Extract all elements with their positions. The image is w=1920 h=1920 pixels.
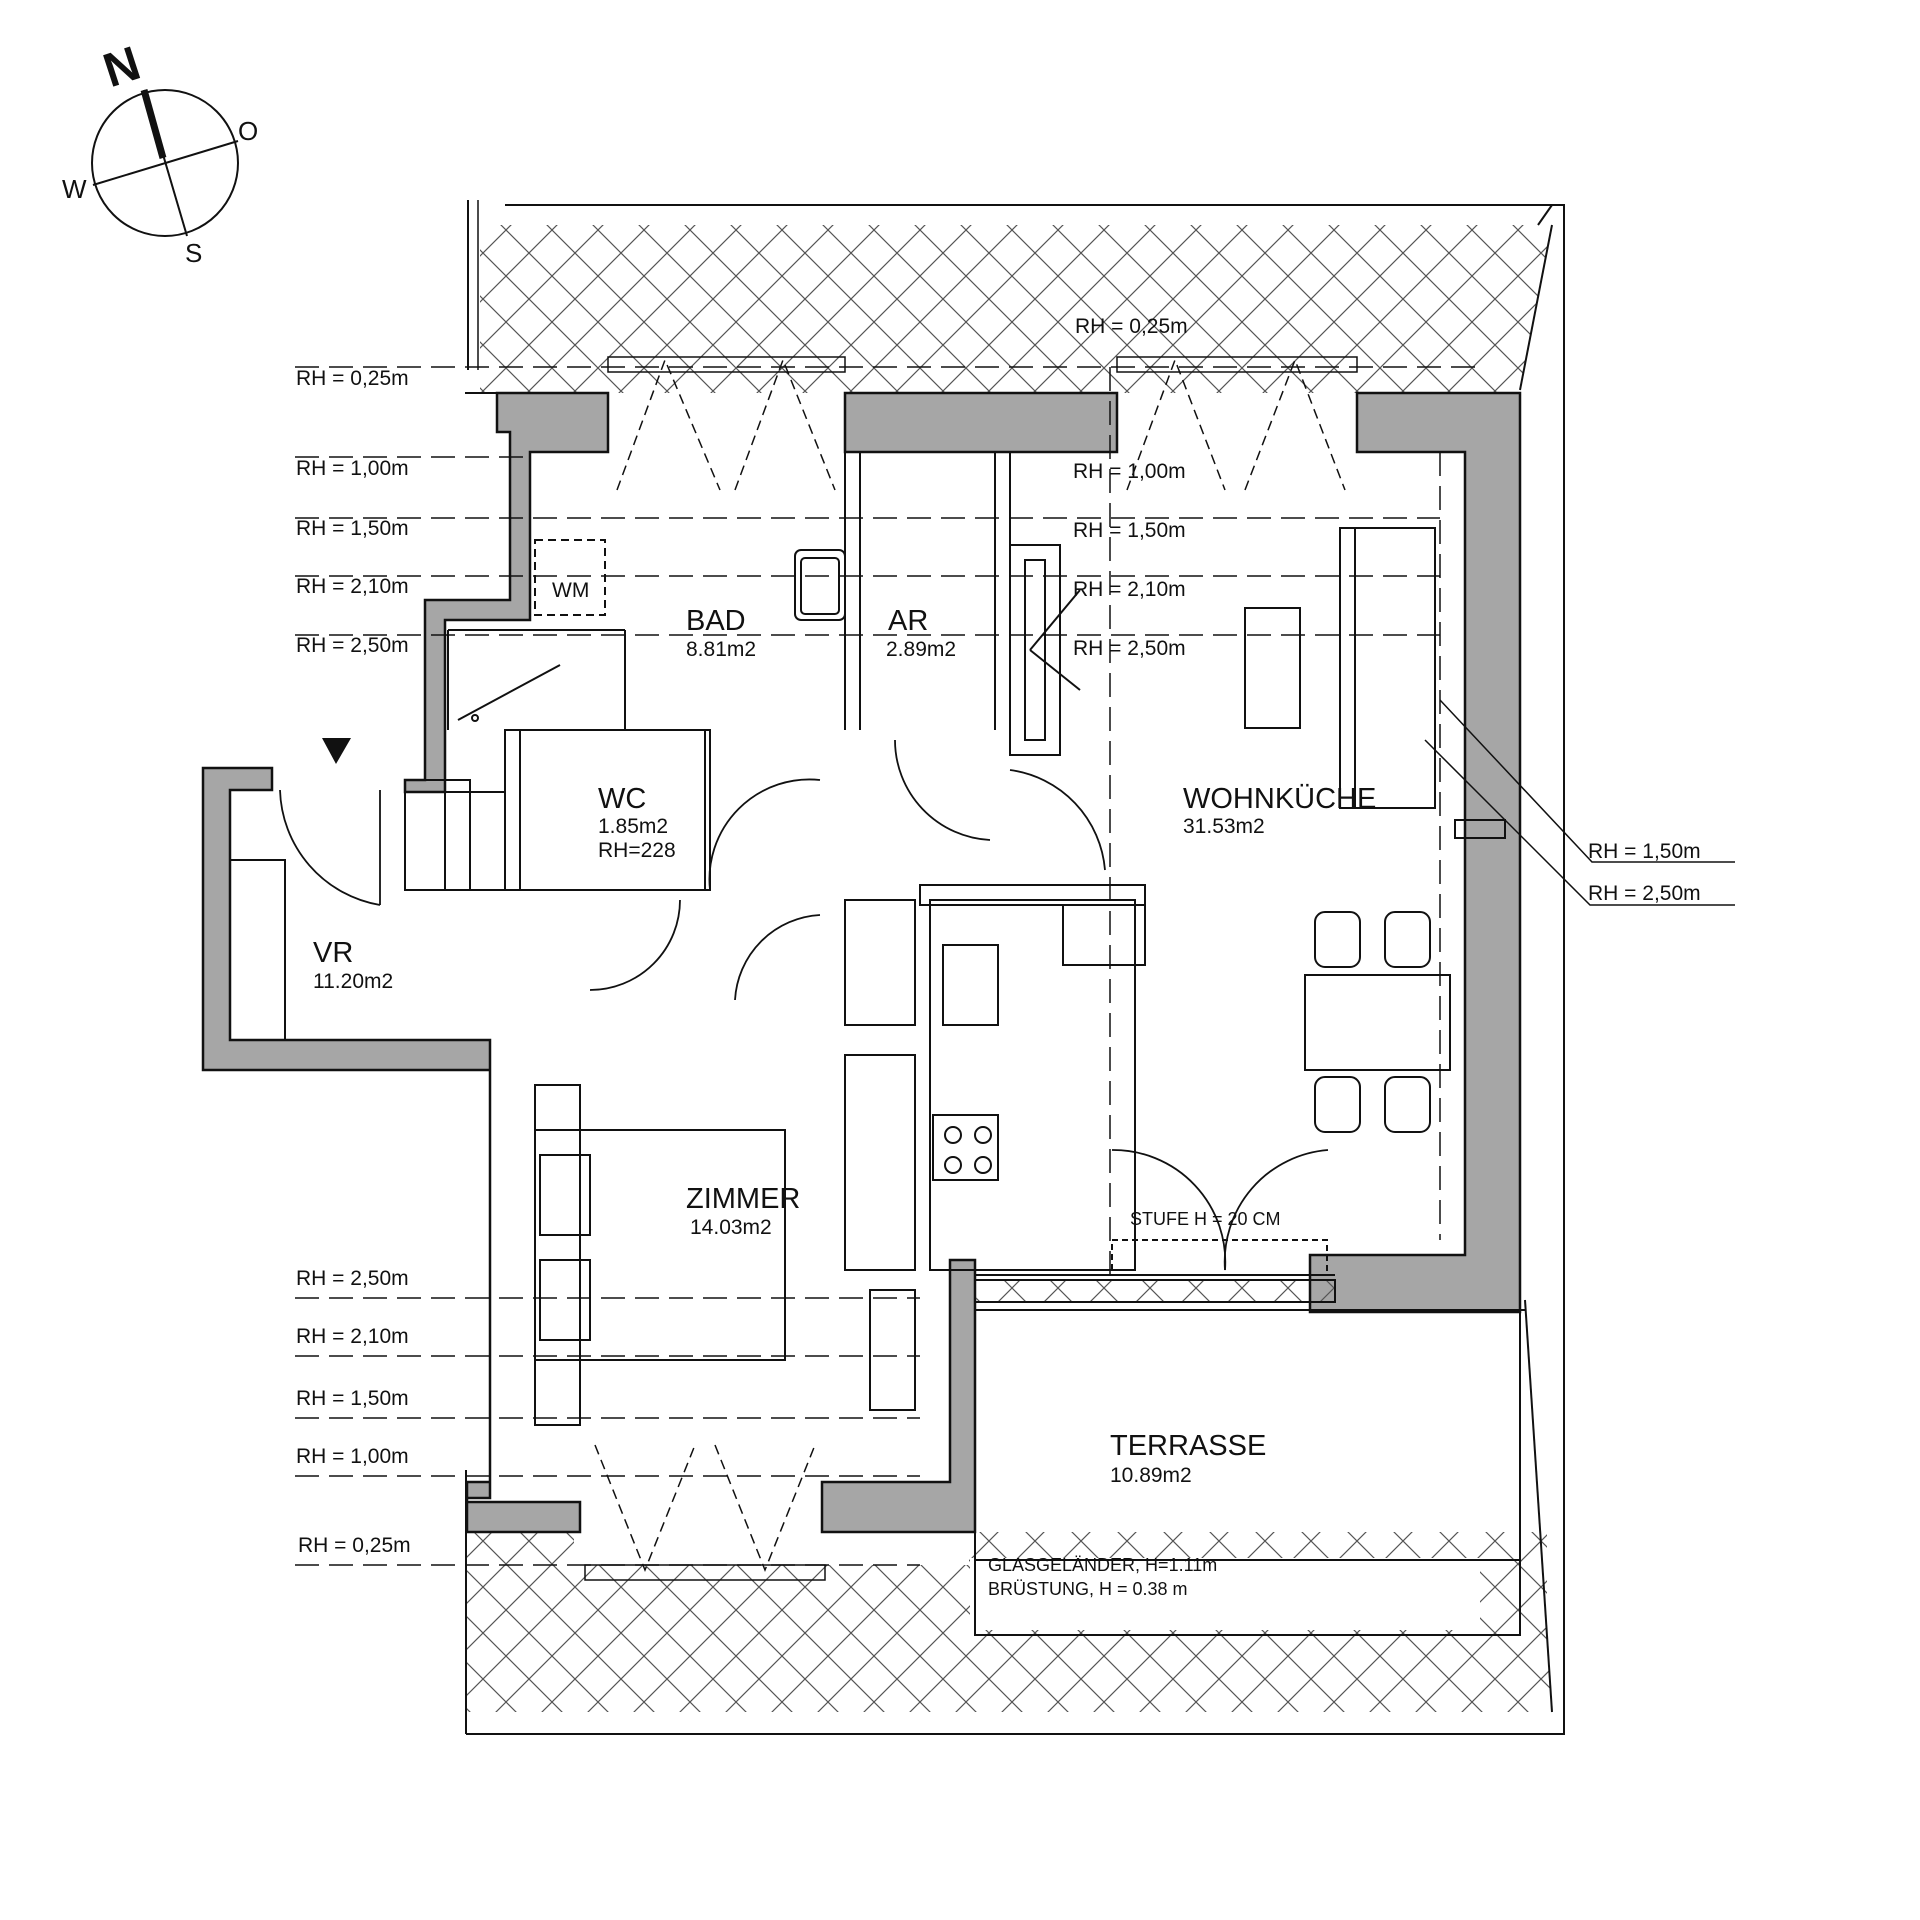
doors — [279, 739, 1329, 1271]
rh-left-bottom-5: RH = 0,25m — [298, 1534, 411, 1557]
rh-east-1: RH = 1,50m — [1588, 840, 1701, 863]
entrance-marker — [322, 738, 351, 764]
roof-hatching — [465, 200, 1565, 1735]
room-wc-rh: RH=228 — [598, 839, 676, 862]
compass-west-label: W — [62, 174, 87, 204]
room-wohnkueche-name: WOHNKÜCHE — [1183, 783, 1376, 815]
fixture-wm-label: WM — [552, 579, 589, 602]
rh-left-top-3: RH = 1,50m — [296, 517, 409, 540]
room-ar-area: 2.89m2 — [886, 638, 956, 661]
labels: BAD 8.81m2 AR 2.89m2 WC 1.85m2 RH=228 WO… — [296, 315, 1701, 1599]
annotation-glasgelaender: GLASGELÄNDER, H=1.11m — [988, 1555, 1217, 1575]
rh-left-bottom-1: RH = 2,50m — [296, 1267, 409, 1290]
room-wc-name: WC — [598, 783, 646, 815]
east-rh-leaders — [1424, 699, 1735, 906]
rh-left-top-2: RH = 1,00m — [296, 457, 409, 480]
room-vr-area: 11.20m2 — [313, 970, 393, 993]
room-terrasse-area: 10.89m2 — [1110, 1464, 1192, 1487]
room-wc-area: 1.85m2 — [598, 815, 668, 838]
rh-right-top-2: RH = 1,00m — [1073, 460, 1186, 483]
room-zimmer-name: ZIMMER — [686, 1183, 800, 1215]
rh-left-bottom-2: RH = 2,10m — [296, 1325, 409, 1348]
walls — [201, 391, 1522, 1534]
room-bad-area: 8.81m2 — [686, 638, 756, 661]
rh-left-bottom-3: RH = 1,50m — [296, 1387, 409, 1410]
room-bad-name: BAD — [686, 605, 746, 637]
rh-right-top-1: RH = 0,25m — [1075, 315, 1188, 338]
rh-left-top-5: RH = 2,50m — [296, 634, 409, 657]
rh-right-top-3: RH = 1,50m — [1073, 519, 1186, 542]
annotation-stufe: STUFE H = 20 CM — [1130, 1209, 1281, 1229]
annotation-bruestung: BRÜSTUNG, H = 0.38 m — [988, 1579, 1188, 1599]
compass-north-label: N — [97, 37, 146, 98]
room-zimmer-area: 14.03m2 — [690, 1216, 772, 1239]
room-ar-name: AR — [888, 605, 928, 637]
rh-left-top-1: RH = 0,25m — [296, 367, 409, 390]
room-terrasse-name: TERRASSE — [1110, 1430, 1266, 1462]
room-vr-name: VR — [313, 937, 353, 969]
rh-right-top-4: RH = 2,10m — [1073, 578, 1186, 601]
windows — [584, 356, 1358, 1581]
interior-lines — [229, 452, 1525, 1636]
compass: N O S W — [62, 37, 258, 268]
rh-right-top-5: RH = 2,50m — [1073, 637, 1186, 660]
compass-south-label: S — [185, 238, 202, 268]
rh-left-bottom-4: RH = 1,00m — [296, 1445, 409, 1468]
compass-east-label: O — [238, 116, 258, 146]
height-lines — [295, 366, 1480, 1566]
rh-left-top-4: RH = 2,10m — [296, 575, 409, 598]
rh-east-2: RH = 2,50m — [1588, 882, 1701, 905]
room-wohnkueche-area: 31.53m2 — [1183, 815, 1265, 838]
